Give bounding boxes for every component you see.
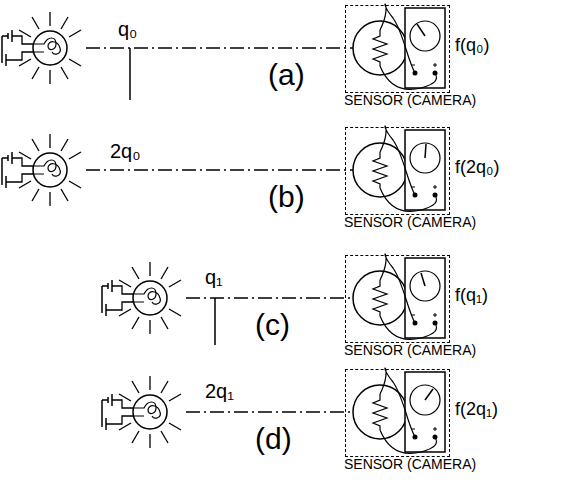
lamp: [102, 262, 181, 334]
sensor-label: SENSOR (CAMERA): [344, 92, 476, 108]
sensor-box: SENSOR (CAMERA): [345, 127, 450, 215]
quantity-label: q₀: [118, 18, 137, 40]
sensor-box: SENSOR (CAMERA): [345, 369, 450, 457]
panel-letter: (b): [268, 180, 305, 213]
reading-label: f(q₀): [455, 36, 489, 56]
reading-label: f(2q₀): [455, 158, 499, 178]
panel-letter: (d): [255, 422, 292, 455]
sensor-box: SENSOR (CAMERA): [345, 255, 450, 343]
panel-letter: (c): [255, 308, 290, 341]
panel-letter: (a): [268, 58, 305, 91]
reading-label: f(2q₁): [455, 400, 498, 420]
sensor-label: SENSOR (CAMERA): [344, 214, 476, 230]
sensor-circuit: [353, 368, 445, 453]
shutter: [214, 298, 216, 345]
sensor-box: SENSOR (CAMERA): [345, 5, 450, 93]
quantity-label: 2q₀: [110, 140, 141, 162]
sensor-circuit: [353, 126, 445, 211]
sensor-circuit: [353, 254, 445, 339]
lamp: [2, 134, 81, 206]
sensor-circuit: [353, 4, 445, 89]
lamp: [102, 376, 181, 448]
reading-label: f(q₁): [455, 286, 488, 306]
quantity-label: 2q₁: [205, 380, 234, 402]
sensor-label: SENSOR (CAMERA): [344, 342, 476, 358]
sensor-label: SENSOR (CAMERA): [344, 456, 476, 472]
lamp: [2, 12, 81, 84]
shutter: [129, 48, 131, 100]
quantity-label: q₁: [205, 266, 223, 288]
